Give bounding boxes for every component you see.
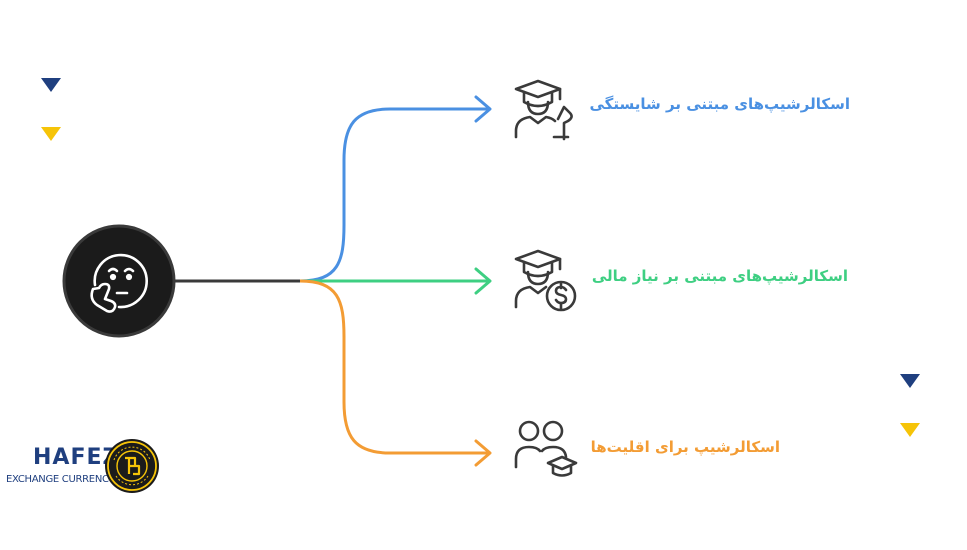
hub-node <box>62 224 176 338</box>
branch-label-minority: اسکالرشیپ برای اقلیت‌ها <box>590 438 780 456</box>
logo-seal-icon <box>105 439 159 493</box>
decor-triangle-blue-top <box>41 78 61 92</box>
arrow-minority <box>474 439 492 467</box>
logo-tagline: EXCHANGE CURRENCY <box>6 474 115 485</box>
branch-label-merit: اسکالرشیپ‌های مبتنی بر شایستگی <box>589 95 850 113</box>
graduate-money-icon <box>514 249 577 312</box>
group-graduate-icon <box>514 420 578 477</box>
logo-brand: HAFEZ <box>33 445 120 470</box>
arrow-need <box>474 267 492 295</box>
branch-line-merit <box>299 107 488 283</box>
branch-line-minority <box>299 279 488 455</box>
decor-triangle-yellow-top <box>41 127 61 141</box>
thinking-face-icon <box>90 253 148 313</box>
decor-triangle-yellow-bottom <box>900 423 920 437</box>
graduate-trophy-icon <box>514 79 573 141</box>
decor-triangle-blue-bottom <box>900 374 920 388</box>
arrow-merit <box>474 95 492 123</box>
branch-label-need: اسکالرشیپ‌های مبتنی بر نیاز مالی <box>591 267 848 285</box>
